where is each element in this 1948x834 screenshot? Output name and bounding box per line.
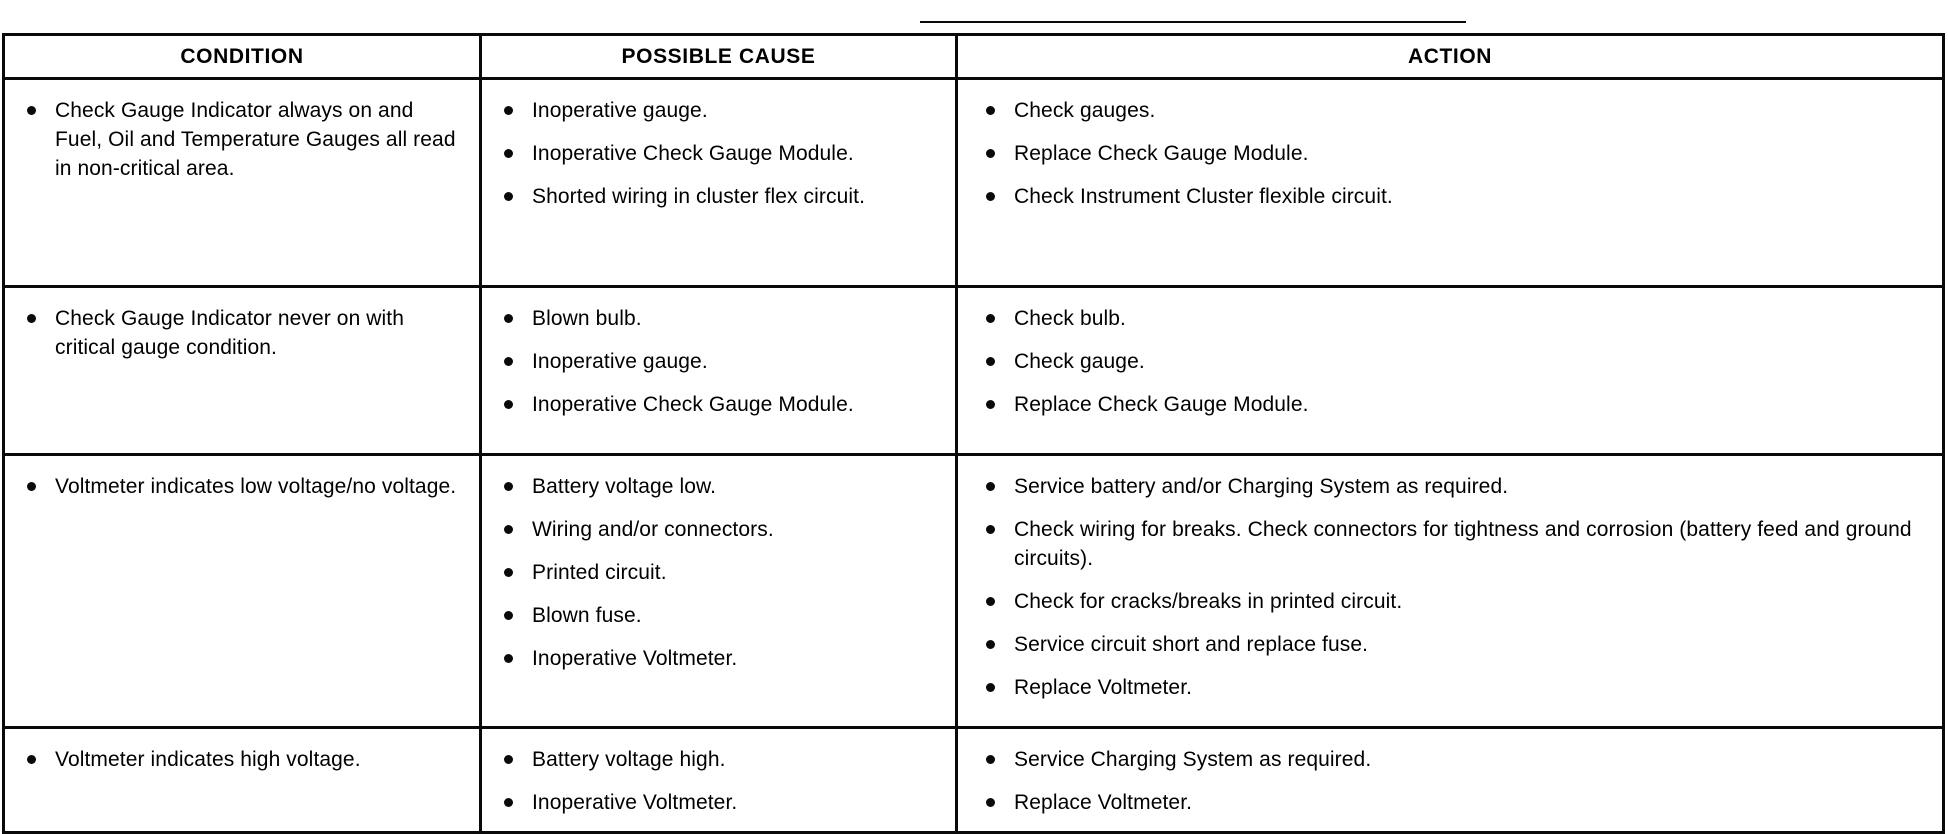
page-top-rule (920, 21, 1466, 23)
cell-condition-list: Voltmeter indicates high voltage. (5, 729, 479, 788)
list-item: Check gauge. (978, 347, 1928, 376)
list-item: Battery voltage high. (496, 745, 941, 774)
list-item: Replace Check Gauge Module. (978, 139, 1928, 168)
cell-possible-cause: Inoperative gauge. Inoperative Check Gaug… (479, 78, 958, 287)
table-row: Voltmeter indicates low voltage/no volta… (2, 453, 1945, 728)
table-row: Voltmeter indicates high voltage. Battery… (2, 726, 1945, 833)
cell-possible-cause-list: Battery voltage low. Wiring and/or connec… (482, 456, 955, 687)
cell-action-list: Service Charging System as required. Repl… (958, 729, 1942, 831)
cell-condition: Voltmeter indicates high voltage. (2, 726, 482, 833)
cell-condition-list: Voltmeter indicates low voltage/no volta… (5, 456, 479, 515)
list-item: Inoperative gauge. (496, 96, 941, 125)
list-item: Voltmeter indicates low voltage/no volta… (19, 472, 465, 501)
cell-condition-list: Check Gauge Indicator always on and Fuel… (5, 80, 479, 197)
list-item: Check gauges. (978, 96, 1928, 125)
list-item: Service circuit short and replace fuse. (978, 630, 1928, 659)
cell-action: Service battery and/or Charging System a… (955, 453, 1945, 728)
table-row: Check Gauge Indicator never on with crit… (2, 285, 1945, 455)
cell-action-list: Check bulb. Check gauge. Replace Check Gau… (958, 288, 1942, 433)
list-item: Replace Check Gauge Module. (978, 390, 1928, 419)
list-item: Check Instrument Cluster flexible circui… (978, 182, 1928, 211)
cell-possible-cause: Blown bulb. Inoperative gauge. Inoperative… (479, 285, 958, 455)
list-item: Service Charging System as required. (978, 745, 1928, 774)
list-item: Check Gauge Indicator always on and Fuel… (19, 96, 465, 183)
list-item: Inoperative Check Gauge Module. (496, 139, 941, 168)
cell-possible-cause-list: Blown bulb. Inoperative gauge. Inoperative… (482, 288, 955, 433)
list-item: Inoperative Voltmeter. (496, 644, 941, 673)
cell-condition: Check Gauge Indicator never on with crit… (2, 285, 482, 455)
table-body: Check Gauge Indicator always on and Fuel… (2, 78, 1945, 833)
list-item: Service battery and/or Charging System a… (978, 472, 1928, 501)
list-item: Inoperative Voltmeter. (496, 788, 941, 817)
list-item: Printed circuit. (496, 558, 941, 587)
column-header-possible-cause: POSSIBLE CAUSE (479, 34, 958, 80)
list-item: Inoperative gauge. (496, 347, 941, 376)
column-header-condition: CONDITION (2, 34, 482, 80)
list-item: Check bulb. (978, 304, 1928, 333)
list-item: Wiring and/or connectors. (496, 515, 941, 544)
list-item: Inoperative Check Gauge Module. (496, 390, 941, 419)
troubleshooting-table: CONDITION POSSIBLE CAUSE ACTION Check Ga… (2, 33, 1945, 834)
list-item: Shorted wiring in cluster flex circuit. (496, 182, 941, 211)
list-item: Blown fuse. (496, 601, 941, 630)
cell-action: Check gauges. Replace Check Gauge Module.… (955, 78, 1945, 287)
table-header-row: CONDITION POSSIBLE CAUSE ACTION (2, 34, 1945, 80)
table-row: Check Gauge Indicator always on and Fuel… (2, 78, 1945, 287)
list-item: Check for cracks/breaks in printed circu… (978, 587, 1928, 616)
cell-possible-cause-list: Inoperative gauge. Inoperative Check Gaug… (482, 80, 955, 225)
list-item: Voltmeter indicates high voltage. (19, 745, 465, 774)
list-item: Replace Voltmeter. (978, 788, 1928, 817)
cell-action-list: Check gauges. Replace Check Gauge Module.… (958, 80, 1942, 225)
list-item: Battery voltage low. (496, 472, 941, 501)
cell-condition: Voltmeter indicates low voltage/no volta… (2, 453, 482, 728)
list-item: Blown bulb. (496, 304, 941, 333)
cell-action: Check bulb. Check gauge. Replace Check Gau… (955, 285, 1945, 455)
cell-possible-cause: Battery voltage low. Wiring and/or connec… (479, 453, 958, 728)
cell-action-list: Service battery and/or Charging System a… (958, 456, 1942, 716)
list-item: Check Gauge Indicator never on with crit… (19, 304, 465, 362)
column-header-action: ACTION (955, 34, 1945, 80)
cell-condition-list: Check Gauge Indicator never on with crit… (5, 288, 479, 376)
cell-action: Service Charging System as required. Repl… (955, 726, 1945, 833)
list-item: Replace Voltmeter. (978, 673, 1928, 702)
list-item: Check wiring for breaks. Check connector… (978, 515, 1928, 573)
cell-condition: Check Gauge Indicator always on and Fuel… (2, 78, 482, 287)
cell-possible-cause: Battery voltage high. Inoperative Voltmet… (479, 726, 958, 833)
cell-possible-cause-list: Battery voltage high. Inoperative Voltmet… (482, 729, 955, 831)
